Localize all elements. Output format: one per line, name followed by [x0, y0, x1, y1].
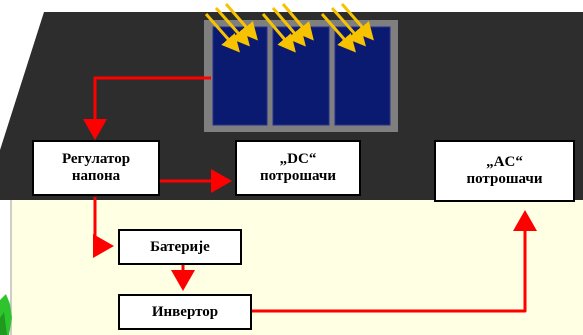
voltage-regulator-label-line2: напона [71, 168, 121, 184]
inverter-box: Инвертор [118, 294, 252, 330]
sun-ray [320, 13, 356, 53]
grass-decoration [0, 294, 12, 335]
ac-consumers-box: „AC“ потрошачи [434, 140, 575, 202]
sun-ray [261, 13, 296, 53]
dc-consumers-label-line2: потрошачи [259, 168, 336, 184]
ac-consumers-label-line1: „AC“ [486, 154, 523, 170]
sun-ray [281, 3, 314, 41]
inverter-label: Инвертор [151, 303, 219, 320]
sun-ray [340, 3, 374, 41]
arrow-inverter-to-ac [252, 210, 537, 313]
voltage-regulator-label-line1: Регулатор [61, 151, 131, 167]
sun-ray [204, 13, 240, 53]
sun-rays-icon [204, 3, 374, 53]
solar-cell [334, 26, 391, 126]
dc-consumers-label-line1: „DC“ [279, 151, 317, 167]
dc-consumers-box: „DC“ потрошачи [235, 140, 361, 196]
arrow-regulator-to-batteries [93, 197, 114, 258]
ac-consumers-label-line2: потрошачи [466, 171, 543, 187]
arrow-panel-to-regulator [83, 76, 211, 140]
sun-ray [224, 3, 258, 41]
solar-cell [212, 26, 268, 126]
voltage-regulator-box: Регулатор напона [32, 140, 160, 196]
batteries-box: Батерије [118, 229, 242, 265]
batteries-label: Батерије [150, 238, 210, 255]
